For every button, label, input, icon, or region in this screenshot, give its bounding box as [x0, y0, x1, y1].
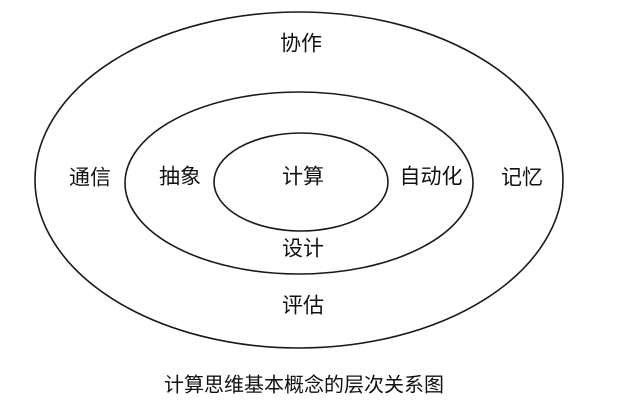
- middle-label-bottom: 设计: [282, 237, 324, 261]
- middle-ellipse: [124, 91, 474, 275]
- inner-ellipse: [213, 132, 389, 232]
- outer-ellipse: [34, 11, 564, 349]
- outer-label-top: 协作: [280, 32, 322, 56]
- outer-label-right: 记忆: [501, 166, 543, 190]
- outer-label-bottom: 评估: [282, 294, 324, 318]
- middle-label-left: 抽象: [159, 165, 201, 189]
- middle-label-right: 自动化: [400, 165, 463, 189]
- diagram-caption: 计算思维基本概念的层次关系图: [164, 373, 444, 397]
- inner-label-center: 计算: [282, 165, 324, 189]
- outer-label-left: 通信: [69, 166, 111, 190]
